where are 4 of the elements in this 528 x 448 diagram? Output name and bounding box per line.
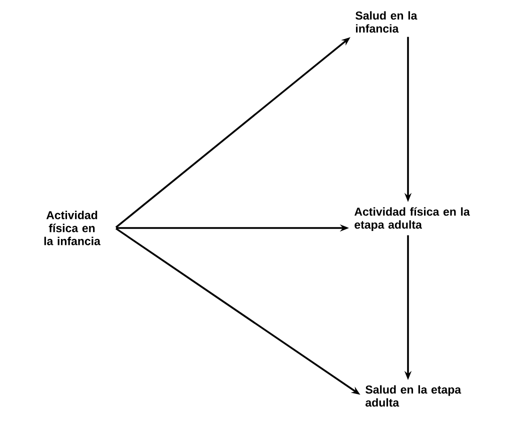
- label-text: Actividad física en la infancia: [44, 210, 100, 246]
- label-text: Salud en la etapa adulta: [366, 385, 462, 407]
- label-text: Actividad física en la etapa adulta: [354, 207, 470, 232]
- label-text: Salud en la infancia: [356, 11, 418, 33]
